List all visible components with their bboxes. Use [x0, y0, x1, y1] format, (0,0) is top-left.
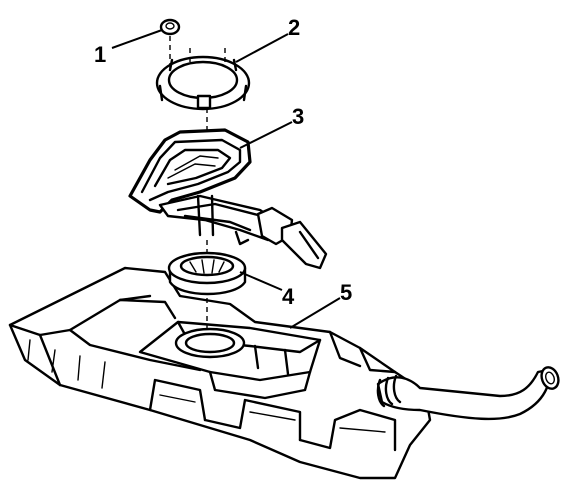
callout-2: 2: [288, 15, 300, 40]
leader-3: [239, 121, 293, 149]
callout-5: 5: [340, 280, 352, 305]
fuel-tank: [8, 266, 560, 480]
leader-4: [239, 271, 283, 291]
fuel-pump-module: [128, 128, 328, 270]
callout-3: 3: [292, 104, 304, 129]
callout-4: 4: [282, 284, 295, 309]
callout-labels: 1 2 3 4 5: [94, 15, 352, 309]
callout-1: 1: [94, 42, 106, 67]
callout-leaders: [111, 29, 341, 329]
leader-1: [111, 29, 163, 49]
assembly-axis: [169, 36, 226, 330]
leader-5: [289, 297, 341, 329]
sender-seal: [167, 251, 247, 296]
retaining-nut: [159, 18, 181, 36]
lock-ring: [155, 55, 251, 111]
leader-2: [235, 33, 289, 63]
